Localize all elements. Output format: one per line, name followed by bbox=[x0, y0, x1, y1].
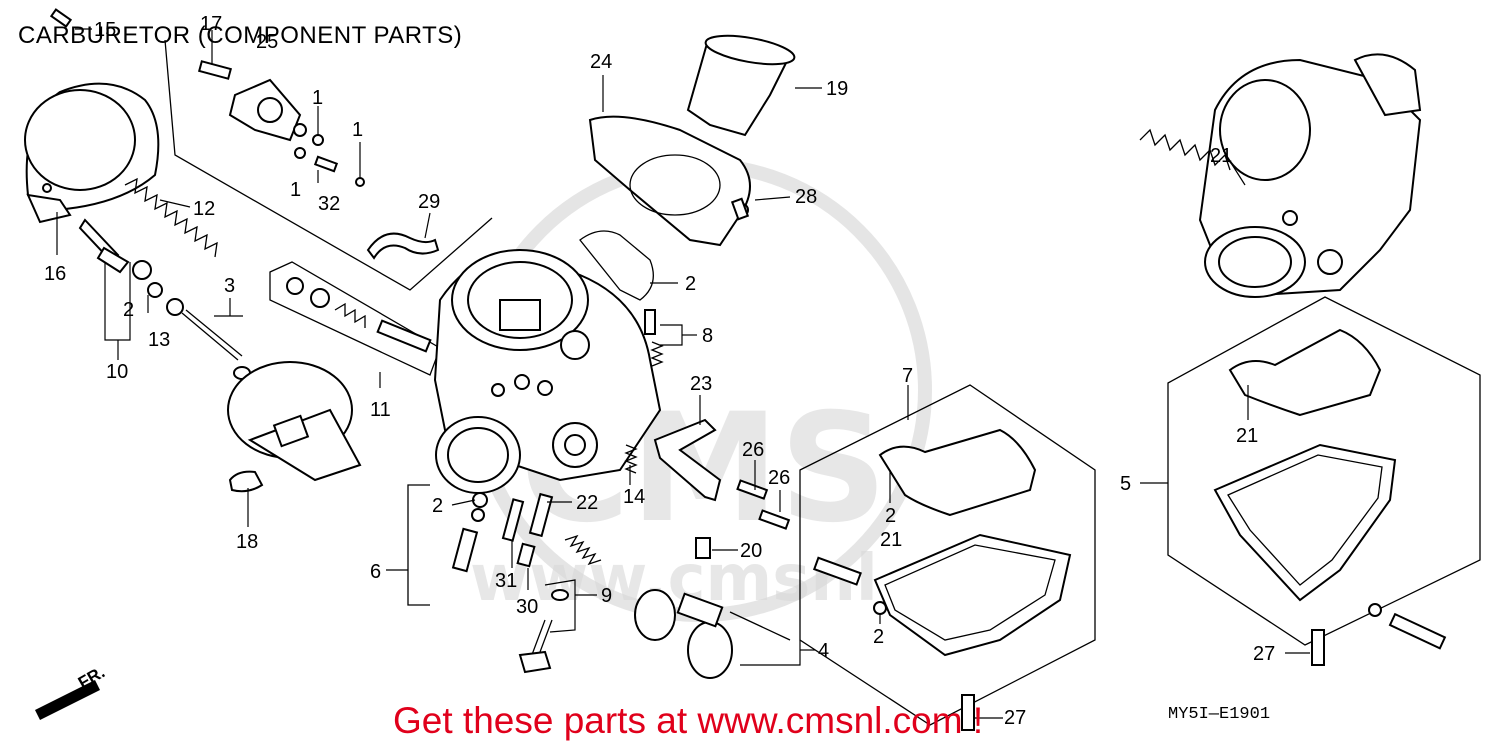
diagram-title: CARBURETOR (COMPONENT PARTS) bbox=[18, 22, 463, 49]
callout-24: 24 bbox=[590, 51, 612, 73]
callout-21a: 21 bbox=[880, 529, 902, 551]
small-washers bbox=[49, 8, 365, 187]
screw-27b bbox=[1311, 629, 1325, 666]
assembled-carburetor-part bbox=[1139, 53, 1422, 298]
screw-27a bbox=[961, 694, 975, 731]
callout-26b: 26 bbox=[768, 467, 790, 489]
callout-32: 32 bbox=[318, 193, 340, 215]
float-chamber-7 bbox=[799, 384, 1096, 726]
hose-part bbox=[366, 232, 440, 260]
callout-2b: 2 bbox=[685, 273, 696, 295]
callout-8: 8 bbox=[702, 325, 713, 347]
callout-28: 28 bbox=[795, 186, 817, 208]
screw-spring-8 bbox=[644, 309, 664, 367]
callout-numbers: 15 17 25 1 1 1 32 12 16 2 13 10 3 29 11 … bbox=[44, 13, 1275, 729]
callout-20: 20 bbox=[740, 540, 762, 562]
spring-part bbox=[124, 177, 218, 258]
callout-18: 18 bbox=[236, 531, 258, 553]
callout-30: 30 bbox=[516, 596, 538, 618]
callout-29: 29 bbox=[418, 191, 440, 213]
leader-lines bbox=[56, 28, 1310, 719]
drain-screw-20 bbox=[695, 537, 711, 559]
air-funnel-part bbox=[686, 34, 796, 137]
jet-needle-kit bbox=[269, 261, 441, 376]
screw-26a bbox=[736, 479, 769, 500]
callout-1c: 1 bbox=[290, 179, 301, 201]
callout-5: 5 bbox=[1120, 473, 1131, 495]
promo-link-text[interactable]: Get these parts at www.cmsnl.com ! bbox=[393, 700, 984, 741]
callout-2d: 2 bbox=[873, 626, 884, 648]
callout-19: 19 bbox=[826, 78, 848, 100]
callout-10: 10 bbox=[106, 361, 128, 383]
jet-set-6 bbox=[407, 484, 554, 606]
top-cover-part bbox=[24, 82, 160, 224]
callout-14: 14 bbox=[623, 486, 645, 508]
throttle-sensor-part bbox=[197, 60, 307, 142]
callout-27b: 27 bbox=[1253, 643, 1275, 665]
throttle-valve-4 bbox=[634, 589, 791, 679]
bracket-part bbox=[653, 418, 722, 502]
callout-1b: 1 bbox=[352, 119, 363, 141]
diagram-code: MY5I—E1901 bbox=[1168, 705, 1271, 724]
callout-12: 12 bbox=[193, 198, 215, 220]
callout-17: 17 bbox=[200, 13, 222, 35]
callout-31: 31 bbox=[495, 570, 517, 592]
callout-11: 11 bbox=[370, 399, 391, 421]
spring-14 bbox=[624, 444, 638, 474]
front-direction-arrow bbox=[35, 680, 100, 720]
callout-1a: 1 bbox=[312, 87, 323, 109]
callout-9: 9 bbox=[601, 585, 612, 607]
callout-2c: 2 bbox=[885, 505, 896, 527]
callout-16: 16 bbox=[44, 263, 66, 285]
callout-21c: 21 bbox=[1210, 145, 1232, 167]
screw-26b bbox=[758, 509, 791, 530]
screw-28 bbox=[730, 197, 750, 221]
callout-3: 3 bbox=[224, 275, 235, 297]
callout-27a: 27 bbox=[1004, 707, 1026, 729]
carburetor-body-part bbox=[433, 248, 662, 494]
callout-6: 6 bbox=[370, 561, 381, 583]
callout-22: 22 bbox=[576, 492, 598, 514]
callout-26a: 26 bbox=[742, 439, 764, 461]
callout-25: 25 bbox=[256, 31, 278, 53]
callout-2a: 2 bbox=[123, 299, 134, 321]
callout-4: 4 bbox=[818, 640, 829, 662]
gasket-part bbox=[579, 230, 654, 301]
float-chamber-5 bbox=[1167, 296, 1481, 650]
needle-jet-holder-part bbox=[78, 218, 251, 380]
callout-15: 15 bbox=[94, 19, 116, 41]
vacuum-piston-part bbox=[227, 361, 362, 493]
callout-23: 23 bbox=[690, 373, 712, 395]
plate-outline bbox=[164, 39, 493, 291]
callout-21b: 21 bbox=[1236, 425, 1258, 447]
pilot-screw-9 bbox=[518, 534, 602, 674]
callout-2e: 2 bbox=[432, 495, 443, 517]
funnel-plate-part bbox=[588, 115, 751, 247]
callout-13: 13 bbox=[148, 329, 170, 351]
callout-7: 7 bbox=[902, 365, 913, 387]
